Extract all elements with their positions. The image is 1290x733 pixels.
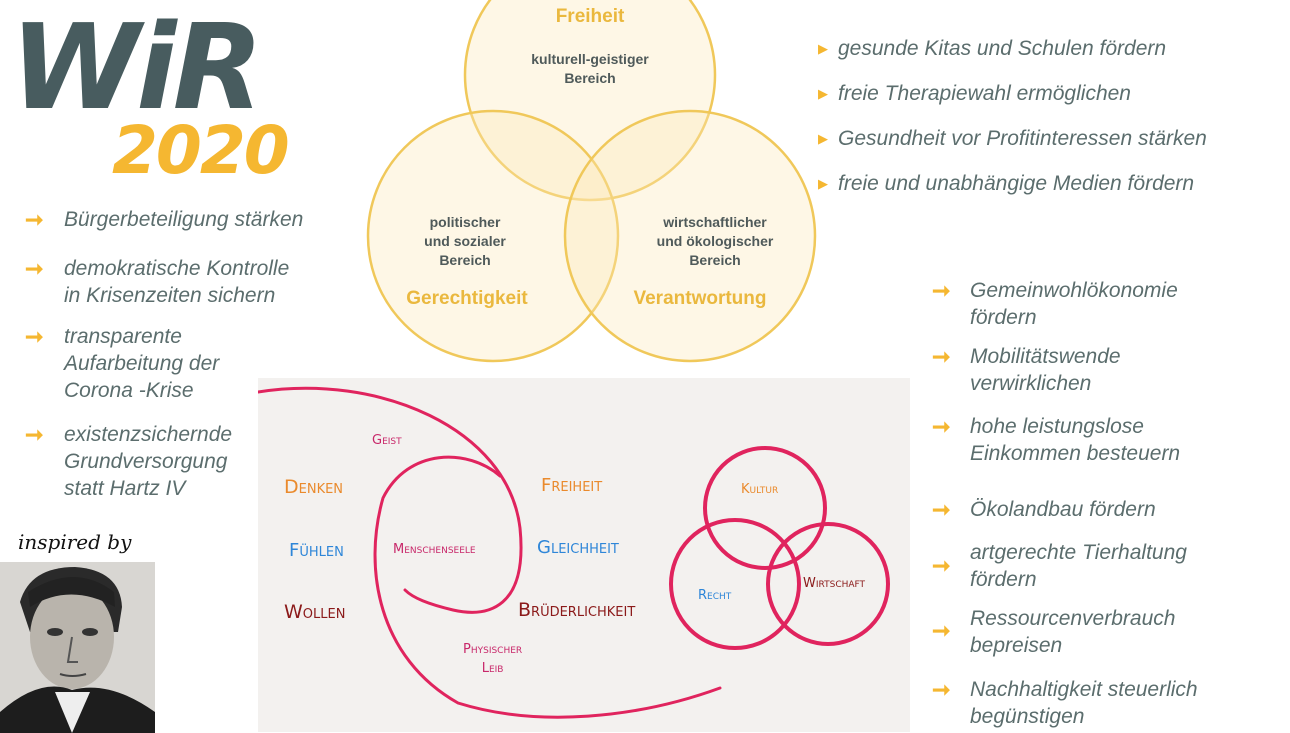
- label-denken: Denken: [284, 476, 344, 498]
- venn-circle-verantwortung: [563, 109, 817, 363]
- list-item: Gemeinwohlökonomie fördern: [970, 279, 1178, 329]
- bullet-icon: ▶: [818, 176, 828, 191]
- list-item: Ressourcenverbrauch bepreisen: [970, 607, 1176, 657]
- arrow-icon: ➞: [932, 618, 951, 643]
- venn-circle-freiheit: [463, 0, 717, 202]
- label-geist: Geist: [372, 433, 402, 448]
- venn-title-freiheit: Freiheit: [555, 6, 625, 27]
- list-item: Nachhaltigkeit steuerlich begünstigen: [970, 678, 1198, 728]
- arrow-icon: ➞: [25, 256, 44, 281]
- arrow-icon: ➞: [932, 553, 951, 578]
- list-item: transparente Aufarbeitung der Corona -Kr…: [64, 325, 220, 402]
- list-item: artgerechte Tierhaltung fördern: [970, 541, 1187, 591]
- label-recht: Recht: [698, 588, 732, 603]
- arrow-icon: ➞: [25, 324, 44, 349]
- spiral-drawing: [258, 386, 890, 719]
- logo-year: 2020: [112, 112, 290, 189]
- bullet-icon: ▶: [818, 131, 828, 146]
- venn-text-politisch: politischer und sozialer Bereich: [424, 214, 506, 268]
- arrow-icon: ➞: [932, 278, 951, 303]
- arrow-icon: ➞: [25, 207, 44, 232]
- circle-wirtschaft: [766, 522, 890, 646]
- list-item: hohe leistungslose Einkommen besteuern: [970, 415, 1181, 465]
- label-kultur: Kultur: [741, 482, 779, 497]
- arrow-icon: ➞: [932, 414, 951, 439]
- venn-text-wirtschaftlich: wirtschaftlicher und ökologischer Bereic…: [656, 214, 774, 268]
- list-item: existenzsichernde Grundversorgung statt …: [64, 423, 233, 500]
- logo-wir: WiR: [10, 0, 263, 136]
- venn-title-verantwortung: Verantwortung: [633, 288, 767, 309]
- list-item: Ökolandbau fördern: [970, 498, 1156, 521]
- spiral-outer: [258, 386, 523, 614]
- label-gleichheit: Gleichheit: [537, 537, 619, 558]
- bullet-icon: ▶: [818, 41, 828, 56]
- list-item: Bürgerbeteiligung stärken: [64, 208, 304, 231]
- venn-circle-gerechtigkeit: [366, 109, 620, 363]
- list-item: freie und unabhängige Medien fördern: [838, 172, 1195, 195]
- list-item: freie Therapiewahl ermöglichen: [838, 82, 1131, 105]
- arrow-icon: ➞: [932, 344, 951, 369]
- portrait-image: [0, 562, 155, 733]
- circle-kultur: [703, 446, 827, 570]
- label-wirtschaft: Wirtschaft: [803, 576, 866, 591]
- label-menschenseele: Menschenseele: [393, 542, 476, 557]
- circle-recht: [669, 518, 801, 650]
- bullet-icon: ▶: [818, 86, 828, 101]
- list-item: demokratische Kontrolle in Krisenzeiten …: [64, 257, 290, 307]
- label-bruederlichkeit: Brüderlichkeit: [518, 599, 636, 621]
- arrow-icon: ➞: [932, 677, 951, 702]
- list-item: gesunde Kitas und Schulen fördern: [838, 37, 1167, 60]
- label-physischer-leib: Physischer Leib: [463, 642, 523, 676]
- venn-title-gerechtigkeit: Gerechtigkeit: [406, 288, 528, 309]
- inspired-by-label: inspired by: [18, 530, 132, 554]
- spiral-inner: [373, 455, 722, 719]
- threefold-diagram-panel: Geist Denken Fühlen Wollen Menschenseele…: [258, 378, 910, 732]
- list-item: Mobilitätswende verwirklichen: [970, 345, 1121, 395]
- list-item: Gesundheit vor Profitinteressen stärken: [838, 127, 1207, 150]
- arrow-icon: ➞: [932, 497, 951, 522]
- arrow-icon: ➞: [25, 422, 44, 447]
- label-wollen: Wollen: [284, 601, 346, 623]
- venn-diagram: [366, 0, 817, 363]
- label-freiheit: Freiheit: [541, 475, 603, 496]
- venn-text-kulturell: kulturell-geistiger Bereich: [531, 51, 649, 86]
- label-fuehlen: Fühlen: [289, 540, 344, 561]
